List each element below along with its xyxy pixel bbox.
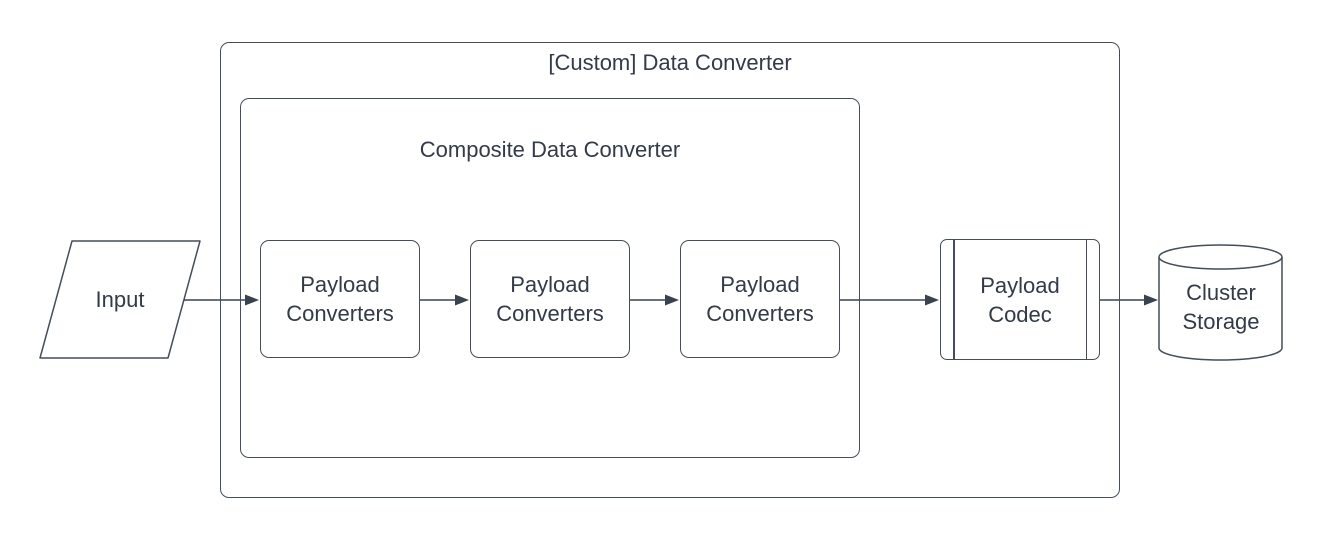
arrow-converter2-to-converter3 (630, 294, 679, 306)
composite-data-converter-title: Composite Data Converter (419, 137, 681, 162)
cylinder-body-shape (1158, 257, 1283, 361)
arrow-input-to-converter1 (184, 294, 259, 306)
arrow-converter1-to-converter2 (420, 294, 469, 306)
arrowhead-icon (665, 294, 679, 306)
codec-right-bar (1085, 240, 1087, 359)
arrowhead-icon (1144, 294, 1158, 306)
payload-converters-label: Payload Converters (496, 272, 604, 326)
composite-data-converter-container: Composite Data Converter (240, 98, 860, 458)
payload-converters-label: Payload Converters (286, 272, 394, 326)
payload-converters-node-1: Payload Converters (260, 240, 420, 358)
arrowhead-icon (925, 294, 939, 306)
payload-codec-label: Payload Codec (980, 272, 1060, 327)
payload-converters-node-3: Payload Converters (680, 240, 840, 358)
arrowhead-icon (455, 294, 469, 306)
codec-left-bar (953, 240, 955, 359)
payload-converters-node-2: Payload Converters (470, 240, 630, 358)
input-parallelogram-shape (39, 240, 201, 359)
cylinder-top-shape (1158, 244, 1283, 270)
payload-codec-node: Payload Codec (940, 239, 1100, 360)
custom-data-converter-container: [Custom] Data Converter (220, 42, 1120, 498)
arrow-converter3-to-codec (840, 294, 939, 306)
arrowhead-icon (245, 294, 259, 306)
custom-data-converter-title: [Custom] Data Converter (548, 50, 792, 75)
payload-converters-label: Payload Converters (706, 272, 814, 326)
arrow-codec-to-storage (1100, 294, 1158, 306)
